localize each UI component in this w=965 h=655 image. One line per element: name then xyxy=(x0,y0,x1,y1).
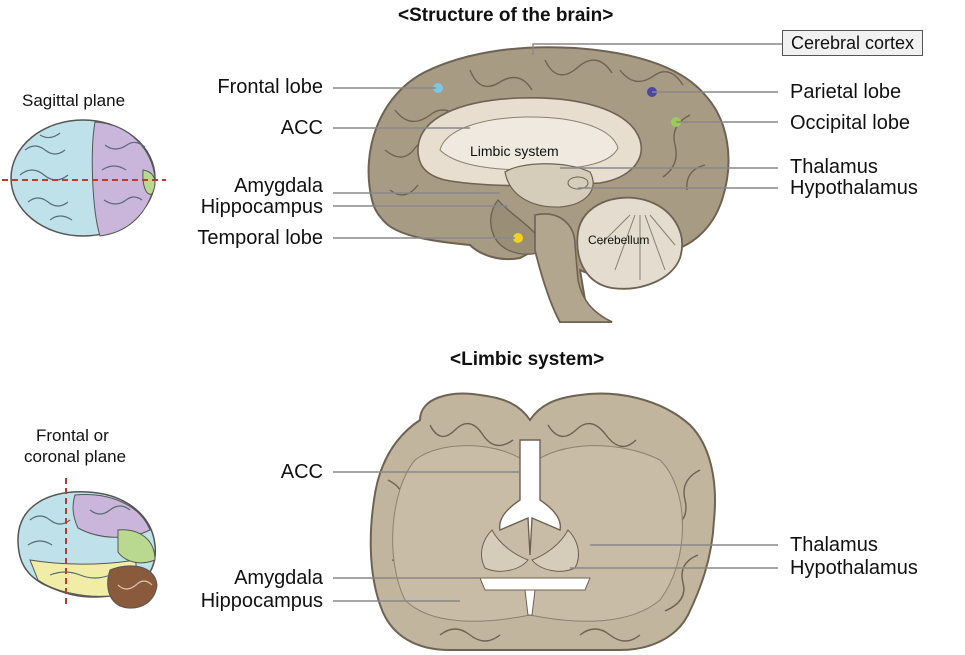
label-cerebellum: Cerebellum xyxy=(588,233,650,247)
top-leader-lines xyxy=(333,43,782,239)
label-hippocampus-top: Hippocampus xyxy=(200,196,323,218)
label-parietal-lobe: Parietal lobe xyxy=(790,81,902,103)
sagittal-plane-icon xyxy=(2,119,166,237)
bottom-leader-lines xyxy=(333,471,778,602)
sagittal-brain xyxy=(367,46,730,323)
label-hippocampus-bottom: Hippocampus xyxy=(200,590,323,612)
label-hypothalamus-bottom: Hypothalamus xyxy=(790,557,918,579)
temporal-lobe-dot xyxy=(513,233,523,243)
limbic-title: <Limbic system> xyxy=(450,349,605,370)
label-acc-bottom: ACC xyxy=(280,461,323,483)
label-thalamus-top: Thalamus xyxy=(790,156,878,178)
sagittal-plane-label: Sagittal plane xyxy=(22,91,126,110)
coronal-plane-label-line2: coronal plane xyxy=(24,447,127,466)
label-temporal-lobe: Temporal lobe xyxy=(197,227,323,249)
label-hypothalamus-top: Hypothalamus xyxy=(790,177,918,199)
coronal-brain xyxy=(369,392,716,651)
coronal-plane-label-line1: Frontal or xyxy=(36,426,109,445)
label-amygdala-bottom: Amygdala xyxy=(234,567,323,589)
coronal-plane-icon xyxy=(17,478,158,609)
label-limbic-system: Limbic system xyxy=(470,143,559,159)
frontal-lobe-dot xyxy=(433,83,443,93)
label-cerebral-cortex: Cerebral cortex xyxy=(782,30,924,56)
label-frontal-lobe: Frontal lobe xyxy=(217,76,323,98)
label-thalamus-bottom: Thalamus xyxy=(790,534,878,556)
label-occipital-lobe: Occipital lobe xyxy=(790,112,911,134)
label-acc-top: ACC xyxy=(280,117,323,139)
label-amygdala-top: Amygdala xyxy=(234,175,323,197)
structure-title: <Structure of the brain> xyxy=(398,5,614,26)
